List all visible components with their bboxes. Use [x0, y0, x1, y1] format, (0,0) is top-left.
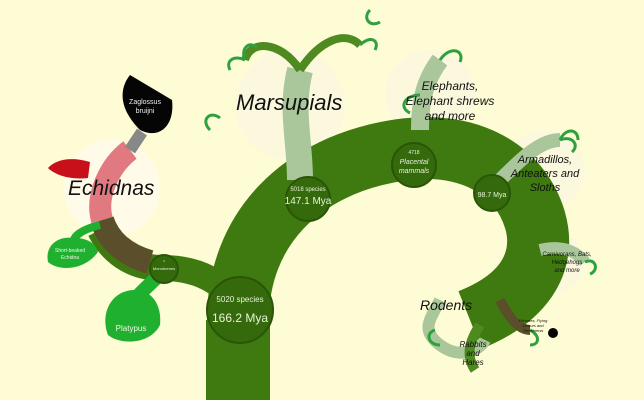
theria-species-count: 5018 species [290, 187, 325, 193]
carnivoran-branch[interactable] [538, 242, 590, 267]
root-node[interactable]: 5020 species 166.2 Mya [206, 276, 274, 344]
root-species-count: 5020 species [216, 295, 263, 304]
marsupial-subbranches [241, 34, 363, 73]
svg-text:Sloths: Sloths [530, 182, 561, 194]
elephant-branch[interactable] [411, 54, 448, 131]
rodents-label[interactable]: Rodents [420, 297, 472, 313]
elephants-label[interactable]: Elephants, Elephant shrews and more [406, 79, 495, 123]
svg-text:Primates, Flying: Primates, Flying [519, 318, 548, 323]
echidna-branch[interactable] [90, 215, 154, 274]
primates-label[interactable]: Primates, Flying Lemurs and Treeshrews [519, 318, 548, 333]
svg-text:and more: and more [425, 109, 476, 123]
svg-text:Echidna: Echidna [61, 255, 79, 261]
placentals-count: 4718 [408, 150, 419, 156]
svg-text:Rabbits: Rabbits [459, 340, 486, 349]
placental-branch[interactable] [207, 117, 570, 400]
svg-text:and: and [466, 349, 480, 358]
platypus-leaf[interactable] [105, 290, 161, 342]
armadillos-label[interactable]: Armadillos, Anteaters and Sloths [510, 154, 580, 194]
short-beaked-label[interactable]: Short-beaked Echidna [55, 248, 85, 261]
svg-text:Armadillos,: Armadillos, [517, 154, 572, 166]
zaglossus-label[interactable]: Zaglossus bruijni [129, 99, 161, 115]
svg-text:and more: and more [554, 268, 580, 274]
marsupial-branch[interactable] [282, 66, 313, 181]
svg-text:Elephant shrews: Elephant shrews [406, 94, 495, 108]
svg-text:Carnivorans, Bats,: Carnivorans, Bats, [542, 252, 591, 258]
armadillo-branch[interactable] [495, 133, 561, 185]
zaglossus-leaf[interactable] [122, 75, 173, 134]
svg-text:Elephants,: Elephants, [422, 79, 479, 93]
monotremes-count: 4 [163, 259, 165, 263]
zaglossus-branch[interactable] [89, 141, 138, 223]
svg-text:Hedgehogs: Hedgehogs [552, 260, 583, 266]
placentals-name-1: Placental [400, 159, 429, 166]
svg-text:Zaglossus: Zaglossus [129, 99, 161, 106]
svg-text:Anteaters and: Anteaters and [510, 168, 580, 180]
svg-text:bruijni: bruijni [136, 108, 155, 115]
svg-text:Short-beaked: Short-beaked [55, 248, 85, 254]
platypus-label[interactable]: Platypus [116, 324, 147, 333]
placentals-node[interactable]: 4718 Placental mammals [391, 142, 437, 188]
monotremes-node[interactable]: 4 Monotremes [149, 254, 179, 284]
theria-node[interactable]: 5018 species 147.1 Mya [285, 176, 332, 222]
boreo-age: 98.7 Mya [478, 192, 507, 199]
rabbit-branch[interactable] [464, 322, 485, 373]
root-age: 166.2 Mya [212, 311, 268, 325]
rabbits-label[interactable]: Rabbits and Hares [459, 340, 486, 367]
monotremes-name: Monotremes [153, 266, 175, 271]
carnivorans-label[interactable]: Carnivorans, Bats, Hedgehogs and more [542, 252, 591, 274]
primate-branch[interactable] [495, 297, 531, 335]
echidna-red-leaf[interactable] [48, 159, 90, 179]
svg-text:Hares: Hares [462, 358, 483, 367]
primate-leaf [548, 328, 558, 338]
svg-text:Treeshrews: Treeshrews [523, 328, 544, 333]
short-beaked-leaf[interactable] [47, 237, 98, 268]
echidnas-label[interactable]: Echidnas [68, 177, 155, 200]
svg-text:Lemurs and: Lemurs and [522, 323, 544, 328]
boreo-node[interactable]: 98.7 Mya [473, 174, 511, 212]
theria-age: 147.1 Mya [285, 196, 332, 207]
fractal-tips [204, 8, 597, 347]
marsupials-label[interactable]: Marsupials [236, 90, 342, 115]
zaglossus-stem [125, 128, 147, 154]
placentals-name-2: mammals [399, 168, 430, 175]
